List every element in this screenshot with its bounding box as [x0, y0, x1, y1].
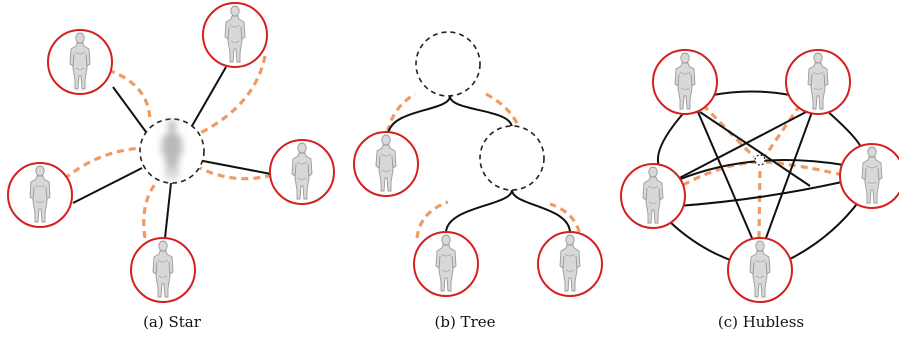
mesh-edge — [667, 111, 807, 185]
mesh-edge — [677, 181, 843, 207]
spoke-edge — [164, 182, 172, 239]
solid-edges — [72, 66, 863, 263]
hub-ring — [415, 31, 481, 97]
hub-ring — [479, 125, 545, 191]
dashed-edge — [199, 55, 267, 135]
spoke-edge — [112, 86, 147, 133]
star-node-2 — [202, 2, 268, 68]
tree-inner-hub — [479, 125, 545, 191]
spoke-edge — [202, 160, 272, 175]
dashed-edge — [62, 146, 144, 181]
mesh-edge — [825, 109, 863, 151]
mesh-edge — [656, 107, 689, 169]
star-node-5 — [130, 237, 196, 303]
hubless-node-1 — [652, 49, 718, 115]
tree-node-3 — [537, 231, 603, 297]
dashed-edge — [415, 200, 449, 239]
star-node-4 — [7, 162, 73, 228]
dashed-edge — [682, 160, 756, 187]
mesh-edge — [699, 111, 811, 187]
dashed-edge — [142, 183, 157, 239]
tree-edge — [511, 189, 571, 234]
tree-root-hub — [415, 31, 481, 97]
spoke-edge — [191, 66, 227, 127]
dashed-edge — [765, 160, 844, 177]
mesh-edge — [765, 111, 813, 239]
tree-edge — [449, 95, 513, 129]
tree-node-1 — [353, 131, 419, 197]
mesh-edge — [669, 221, 737, 263]
hubless-node-4 — [839, 143, 899, 209]
tree-edge — [445, 189, 513, 234]
tree-node-2 — [413, 231, 479, 297]
dashed-edge — [763, 104, 802, 157]
hubless-node-3 — [620, 163, 686, 229]
nodes — [7, 2, 899, 303]
hubless-node-5 — [727, 237, 793, 303]
caption-star: (a) Star — [143, 313, 201, 331]
mesh-edge — [697, 111, 753, 239]
dashed-edge — [107, 68, 152, 123]
star-node-1 — [47, 29, 113, 95]
tree-edge — [387, 95, 451, 136]
dashed-edge — [199, 166, 273, 181]
mesh-edge — [783, 199, 861, 263]
hubless-virtual-center — [754, 154, 766, 166]
caption-tree: (b) Tree — [434, 313, 496, 331]
dashed-edge — [485, 92, 522, 131]
dashed-edge — [757, 166, 762, 239]
hubless-node-2 — [785, 49, 851, 115]
caption-hubless: (c) Hubless — [717, 313, 805, 331]
spoke-edge — [72, 167, 143, 204]
star-hub — [139, 118, 205, 184]
mesh-edge — [712, 90, 791, 96]
star-node-3 — [269, 139, 335, 205]
